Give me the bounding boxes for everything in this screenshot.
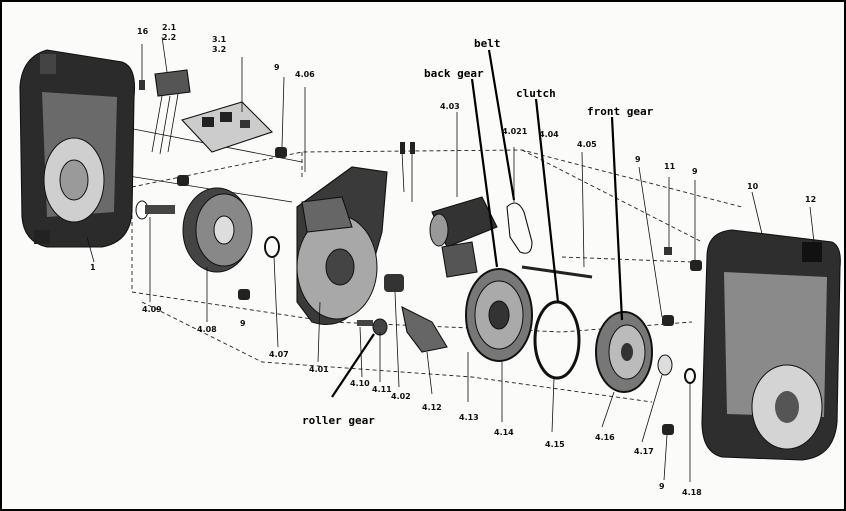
- bushings: [177, 147, 702, 435]
- label-4-01: 4.01: [309, 365, 329, 374]
- annotation-roller-gear: roller gear: [302, 414, 375, 427]
- washer-407: [264, 236, 280, 258]
- label-4-18: 4.18: [682, 488, 702, 497]
- label-9-left: 9: [240, 319, 246, 328]
- label-1: 1: [90, 263, 96, 272]
- label-9-r1: 9: [635, 155, 641, 164]
- label-10: 10: [747, 182, 759, 191]
- label-16: 16: [137, 27, 149, 36]
- label-9-r2: 9: [692, 167, 698, 176]
- ring-418: [684, 368, 696, 384]
- label-2-2: 2.2: [162, 33, 176, 42]
- washer-417: [657, 354, 673, 376]
- label-4-03: 4.03: [440, 102, 460, 111]
- label-4-04: 4.04: [539, 130, 559, 139]
- belt-4021: [506, 202, 533, 254]
- label-4-14: 4.14: [494, 428, 514, 437]
- label-12: 12: [805, 195, 816, 204]
- label-4-12: 4.12: [422, 403, 442, 412]
- back-gear-414: [465, 268, 533, 362]
- main-housing-401: [296, 166, 388, 326]
- leader-lines: [86, 36, 815, 482]
- label-4-10: 4.10: [350, 379, 370, 388]
- left-housing-cover: [19, 49, 136, 248]
- annotation-back-gear: back gear: [424, 67, 484, 80]
- annotation-front-gear: front gear: [587, 105, 654, 118]
- annotations: belt back gear clutch front gear roller …: [302, 37, 654, 427]
- clutch-415: [533, 300, 581, 380]
- label-4-17: 4.17: [634, 447, 654, 456]
- bolt-409: [135, 200, 175, 220]
- label-11: 11: [664, 162, 676, 171]
- annotation-clutch: clutch: [516, 87, 556, 100]
- circuit-board: [180, 101, 274, 153]
- label-4-16: 4.16: [595, 433, 615, 442]
- right-housing-cover: [701, 229, 841, 461]
- flywheel-408: [182, 187, 253, 273]
- label-4-08: 4.08: [197, 325, 217, 334]
- label-4-02: 4.02: [391, 392, 411, 401]
- label-4-13: 4.13: [459, 413, 479, 422]
- label-3-1: 3.1: [212, 35, 227, 44]
- label-3-2: 3.2: [212, 45, 226, 54]
- label-4-07: 4.07: [269, 350, 289, 359]
- front-gear-416: [595, 311, 653, 393]
- label-4-15: 4.15: [545, 440, 565, 449]
- label-4-09: 4.09: [142, 305, 162, 314]
- part-labels: 1 16 2.1 2.2 3.1 3.2 9 4.06 4.03 4.021 4…: [90, 23, 816, 497]
- motor-403: [400, 142, 498, 278]
- label-9-top: 9: [274, 63, 280, 72]
- label-4-11: 4.11: [372, 385, 392, 394]
- label-4-05: 4.05: [577, 140, 597, 149]
- roller-parts: [357, 274, 448, 353]
- label-4-06: 4.06: [295, 70, 315, 79]
- label-2-1: 2.1: [162, 23, 177, 32]
- annotation-belt: belt: [474, 37, 501, 50]
- label-9-bottom: 9: [659, 482, 665, 491]
- label-4-021: 4.021: [502, 127, 528, 136]
- terminal-connector: [139, 44, 191, 155]
- annotation-arrows: [331, 49, 624, 398]
- rod-405: [521, 265, 593, 279]
